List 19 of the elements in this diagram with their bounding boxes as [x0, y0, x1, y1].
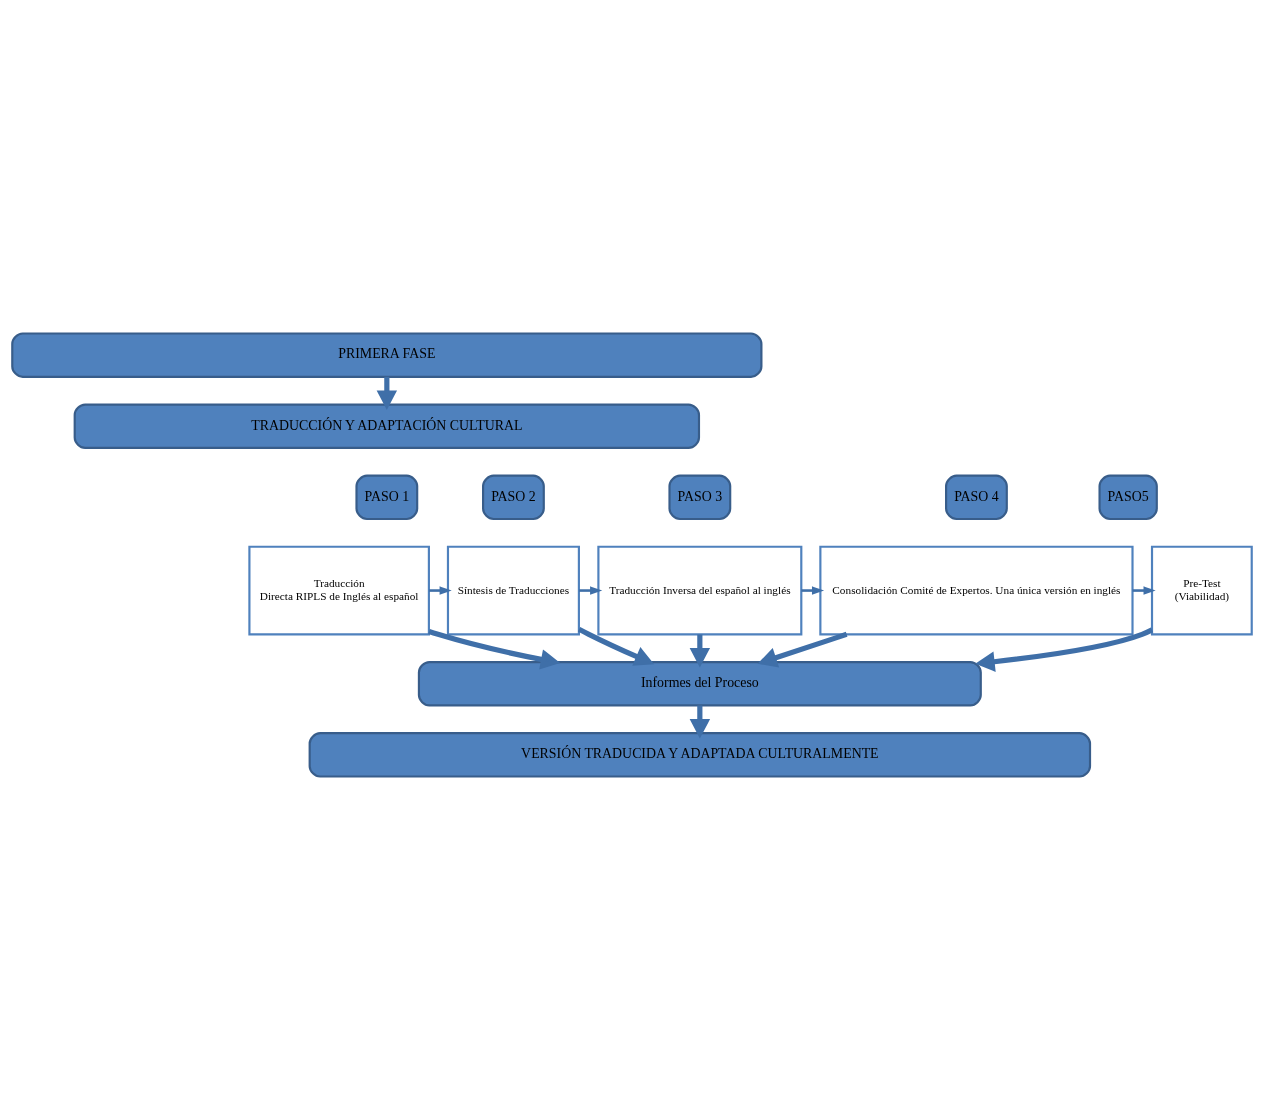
node-box: PASO 2: [482, 474, 545, 521]
node-box: Traducción Directa RIPLS de Inglés al español: [248, 545, 430, 636]
node-box: PASO 3: [668, 474, 732, 521]
arrow: [975, 627, 1154, 672]
arrow: [1132, 586, 1156, 595]
node-box: Informes del Proceso: [417, 661, 982, 707]
node-box: PRIMERA FASE: [11, 332, 763, 378]
node-box: Consolidación Comité de Expertos. Una única versión en inglés: [819, 545, 1134, 636]
node-box: Síntesis de Traducciones: [446, 545, 580, 636]
node-box: PASO 4: [945, 474, 1008, 521]
node-box: Traducción Inversa del español al inglés: [597, 545, 803, 636]
node-box: PASO 1: [355, 474, 419, 521]
arrow: [801, 586, 825, 595]
node-box: PASO5: [1098, 474, 1158, 521]
arrow: [429, 586, 452, 595]
arrow: [578, 586, 603, 595]
node-box: Pre-Test (Viabilidad): [1150, 545, 1253, 636]
node-box: VERSIÓN TRADUCIDA Y ADAPTADA CULTURALMENTE: [308, 732, 1092, 778]
node-box: TRADUCCIÓN Y ADAPTACIÓN CULTURAL: [73, 403, 701, 449]
